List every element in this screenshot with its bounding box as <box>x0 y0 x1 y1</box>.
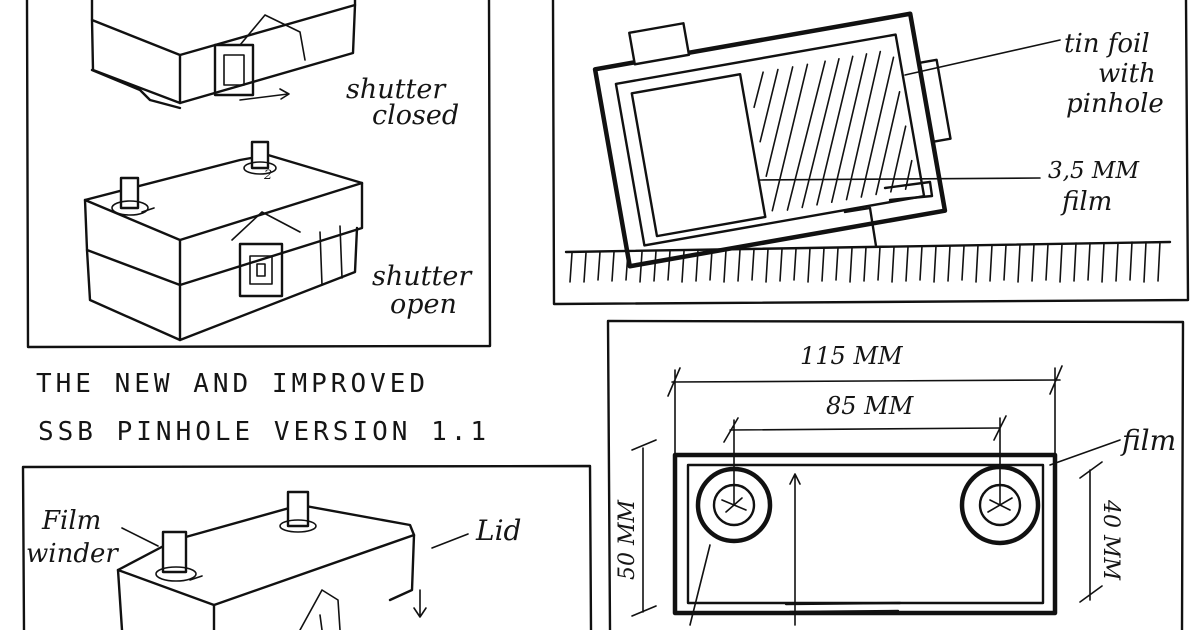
pinhole-window-closed <box>223 54 245 86</box>
pinhole-front <box>917 58 952 143</box>
title-line-1: THE NEW AND IMPROVED <box>36 369 429 399</box>
panel-frame-bottom-left <box>21 464 593 630</box>
panel-cross-section: tin foil with pinhole 3,5 MM film <box>551 0 1190 306</box>
film-spool-right <box>959 464 1041 546</box>
camera-body-tilted <box>592 11 952 269</box>
dim-50mm: 50 MM <box>615 499 640 580</box>
shutter-slot <box>784 601 902 614</box>
label-35mm-2: film <box>1060 187 1112 217</box>
shutter-inner-frame <box>249 255 273 285</box>
dim-line-85 <box>729 427 1001 431</box>
title-line-2: SSB PINHOLE VERSION 1.1 <box>38 417 490 447</box>
label-tin-foil-2: with <box>1098 59 1156 89</box>
shutter-plate-open <box>238 242 284 298</box>
leader-winder <box>121 527 159 547</box>
arrow-down-icon <box>413 589 427 618</box>
box-shutter-closed <box>90 0 357 110</box>
label-tin-foil-3: pinhole <box>1066 89 1164 119</box>
label-tin-foil-1: tin foil <box>1064 29 1150 59</box>
arrow-right-icon <box>279 88 290 100</box>
camera-stand <box>843 206 878 248</box>
dim-line-50 <box>631 439 657 617</box>
label-shutter-open-2: open <box>390 289 457 320</box>
label-film-winder-2: winder <box>26 539 119 569</box>
film-hatching <box>753 50 913 212</box>
rotate-arrow-icon-lid <box>189 575 203 581</box>
label-35mm-1: 3,5 MM <box>1048 158 1140 184</box>
label-shutter-closed-2: closed <box>372 100 459 131</box>
dim-40mm: 40 MM <box>1098 499 1123 581</box>
ground-hatching <box>569 241 1161 283</box>
panel-frame-bottom-right <box>606 319 1185 630</box>
panel-frame-top-right <box>551 0 1190 306</box>
pinhole-open <box>256 263 266 277</box>
film-winder-knob-left <box>119 176 140 210</box>
shutter-plate-closed <box>213 43 255 97</box>
label-shutter-closed-1: shutter <box>346 74 447 105</box>
rotate-arrow-icon <box>141 207 155 213</box>
dim-line-40 <box>1079 461 1103 603</box>
box-shutter-open: 2 <box>83 140 364 342</box>
dim-line-115 <box>671 379 1061 383</box>
panel-lid-sketch: Film winder Lid <box>21 464 593 630</box>
label-film-side: film <box>1120 424 1176 457</box>
panel-top-view: 115 MM 85 MM 50 MM 40 MM film <box>606 319 1185 630</box>
arrow-up-icon <box>789 473 801 626</box>
film-winder-knob-lid-2 <box>286 490 310 528</box>
camera-body-top <box>672 452 1058 616</box>
film-spool-left <box>695 466 773 544</box>
leader-tin-foil <box>904 39 1061 76</box>
dim-115mm: 115 MM <box>800 342 904 370</box>
film-winder-knob-right <box>250 140 270 170</box>
leader-film-side <box>1049 439 1121 466</box>
panel-frame-top-left <box>25 0 492 349</box>
label-lid: Lid <box>475 514 521 547</box>
dim-85mm: 85 MM <box>826 392 915 420</box>
label-shutter-open-1: shutter <box>372 261 473 292</box>
leader-lid <box>431 533 469 549</box>
film-cartridge-area <box>630 72 767 238</box>
winder-number: 2 <box>263 168 272 183</box>
ground-line <box>564 240 1172 254</box>
film-winder-knob-top <box>628 22 691 66</box>
panel-shutter-views: shutter closed 2 shutter open <box>25 0 492 349</box>
film-winder-knob-lid <box>161 530 188 574</box>
camera-outer-wall <box>592 11 948 269</box>
leader-film <box>759 177 1041 181</box>
label-film-winder-1: Film <box>41 506 101 536</box>
